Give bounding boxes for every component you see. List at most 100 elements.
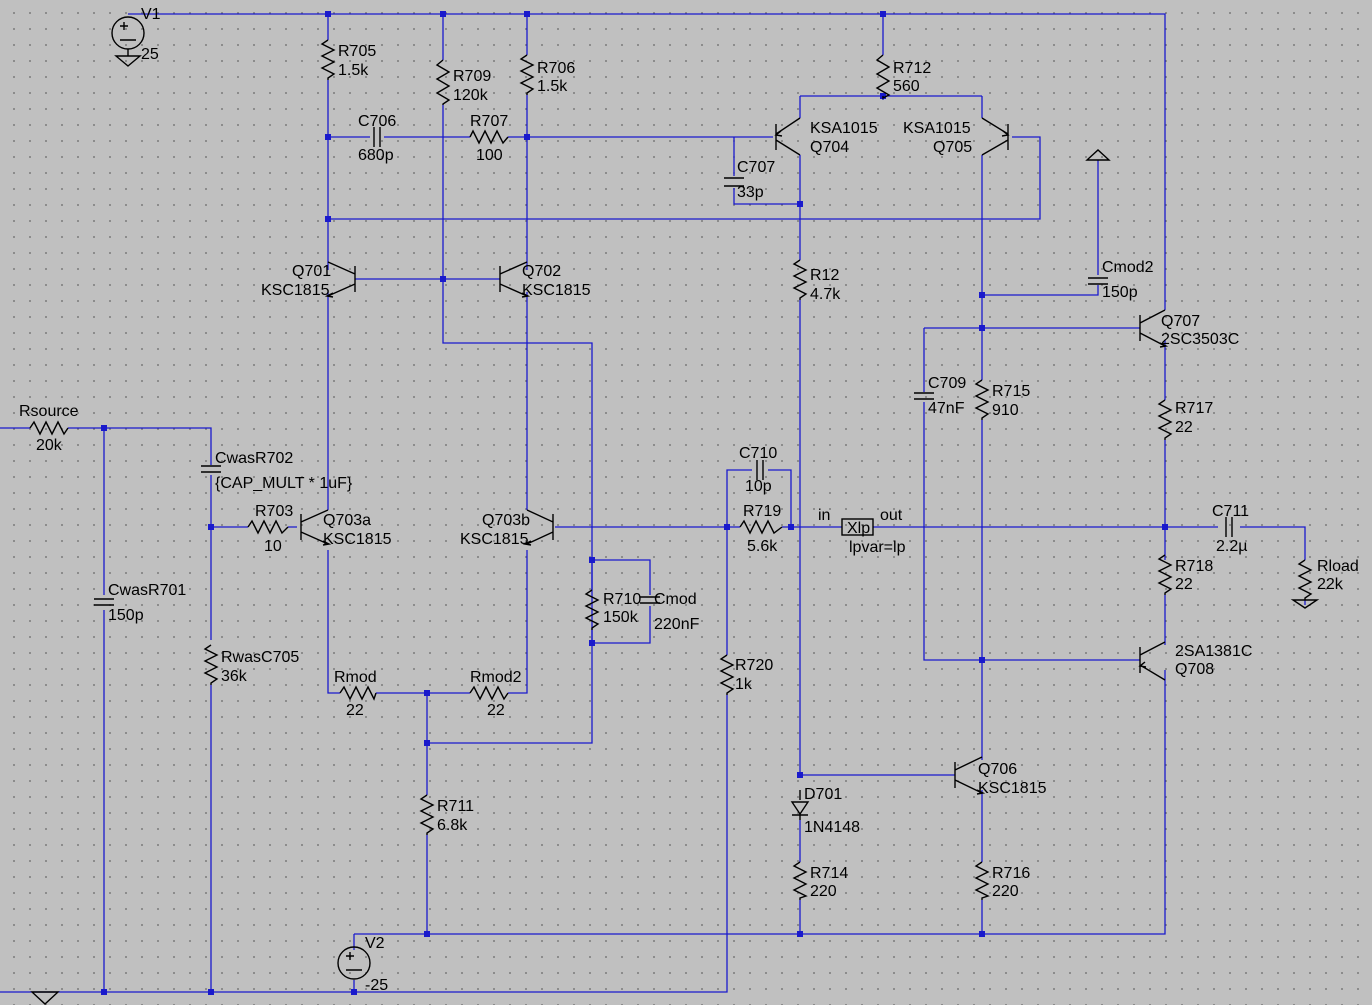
resistor-rload[interactable] [1290,559,1320,609]
subcircuit-xlp[interactable] [841,518,874,536]
label-v1: V1 [141,6,161,23]
resistor-rmod[interactable] [339,685,377,701]
label-q705: Q705 [933,139,972,156]
ground-symbol [30,991,60,1005]
label-r719-val: 5.6k [747,538,778,555]
resistor-rwasc705[interactable] [203,644,219,685]
label-r706-val: 1.5k [537,78,568,95]
label-cwasr701: CwasR701 [108,582,186,599]
resistor-r706[interactable] [519,54,535,95]
resistor-r715[interactable] [974,379,990,420]
label-q702: Q702 [522,263,561,280]
transistor-q701[interactable] [324,261,356,298]
resistor-r711[interactable] [419,794,435,835]
wires [0,13,1306,993]
label-q704-model: KSA1015 [810,120,878,137]
label-r705: R705 [338,43,376,60]
label-rmod2: Rmod2 [470,669,522,686]
label-q701: Q701 [292,263,331,280]
label-q708: Q708 [1175,661,1214,678]
label-q704: Q704 [810,139,849,156]
label-r718: R718 [1175,558,1213,575]
label-cwasr702: CwasR702 [215,450,293,467]
label-c707-val: 33p [737,184,764,201]
label-cmod-val: 220nF [654,616,700,633]
resistor-r720[interactable] [719,654,735,695]
label-r707-val: 100 [476,147,503,164]
resistor-rmod2[interactable] [469,685,509,701]
label-rwasc705: RwasC705 [221,649,299,666]
label-c710-val: 10p [745,478,772,495]
label-xlp-param: lpvar=lp [849,539,906,556]
label-r712-val: 560 [893,78,920,95]
label-rsource: Rsource [19,403,79,420]
resistor-r718[interactable] [1157,554,1173,595]
label-r711: R711 [437,798,474,815]
transistor-q704[interactable] [774,117,801,156]
label-r715-val: 910 [992,402,1019,419]
label-c710: C710 [739,445,777,462]
capacitor-cwasr701[interactable] [94,598,114,606]
resistor-rsource[interactable] [29,420,69,436]
resistor-r712[interactable] [875,54,891,100]
label-c709-val: 47nF [928,400,965,417]
transistor-q706[interactable] [954,756,986,795]
capacitor-c707[interactable] [724,177,744,187]
resistor-r703[interactable] [247,519,289,535]
label-r720-val: 1k [735,676,753,693]
label-cmod2: Cmod2 [1102,259,1154,276]
label-rmod2-val: 22 [487,702,505,719]
label-c706: C706 [358,113,396,130]
capacitor-cwasr702[interactable] [201,465,221,473]
label-q705-model: KSA1015 [903,120,971,137]
transistor-q708[interactable] [1138,641,1166,681]
label-r716: R716 [992,865,1030,882]
label-v1-val: 25 [141,46,159,63]
resistor-r709[interactable] [435,59,451,105]
label-d701-val: 1N4148 [804,819,860,836]
capacitor-c711[interactable] [1225,517,1233,537]
label-r710: R710 [603,591,641,608]
capacitor-c709[interactable] [914,392,934,400]
resistor-r12[interactable] [792,259,808,300]
capacitor-c710[interactable] [756,460,764,480]
label-r707: R707 [470,113,508,130]
v2-source[interactable] [337,946,371,980]
resistor-r719[interactable] [739,519,783,535]
resistor-r716[interactable] [974,861,990,900]
label-r705-val: 1.5k [338,62,369,79]
label-r716-val: 220 [992,883,1019,900]
label-q703a: Q703a [323,512,371,529]
resistor-r705[interactable] [320,39,336,80]
transistor-q702[interactable] [499,261,531,298]
transistor-q707[interactable] [1139,309,1169,348]
label-cmod2-val: 150p [1102,284,1138,301]
capacitor-cmod[interactable] [640,596,660,604]
resistor-r707[interactable] [469,129,509,145]
label-r709-val: 120k [453,87,489,104]
resistor-r714[interactable] [792,861,808,900]
label-r715: R715 [992,383,1030,400]
capacitor-cmod2[interactable] [1085,149,1111,285]
transistor-q703a[interactable] [300,509,332,546]
label-r703: R703 [255,503,293,520]
label-r714: R714 [810,865,848,882]
label-cmod: Cmod [654,591,697,608]
resistor-r717[interactable] [1157,399,1173,440]
label-cwasr702-val: {CAP_MULT * 1uF} [215,475,353,492]
label-c706-val: 680p [358,147,394,164]
label-q703b-model: KSC1815 [460,531,529,548]
label-c711: C711 [1212,503,1249,520]
v1-source[interactable] [111,16,145,67]
transistor-q703b[interactable] [522,509,554,546]
transistor-q705[interactable] [981,117,1010,156]
diode-d701[interactable] [790,790,810,820]
label-r12-val: 4.7k [810,286,841,303]
label-c711-val: 2.2µ [1216,538,1247,555]
label-q702-model: KSC1815 [522,282,591,299]
label-v2: V2 [365,935,385,952]
capacitor-c706[interactable] [373,127,381,147]
resistor-r710[interactable] [584,589,600,630]
labels: V1 25 V2 -25 R705 1.5k R709 120k R706 1.… [19,6,1359,994]
